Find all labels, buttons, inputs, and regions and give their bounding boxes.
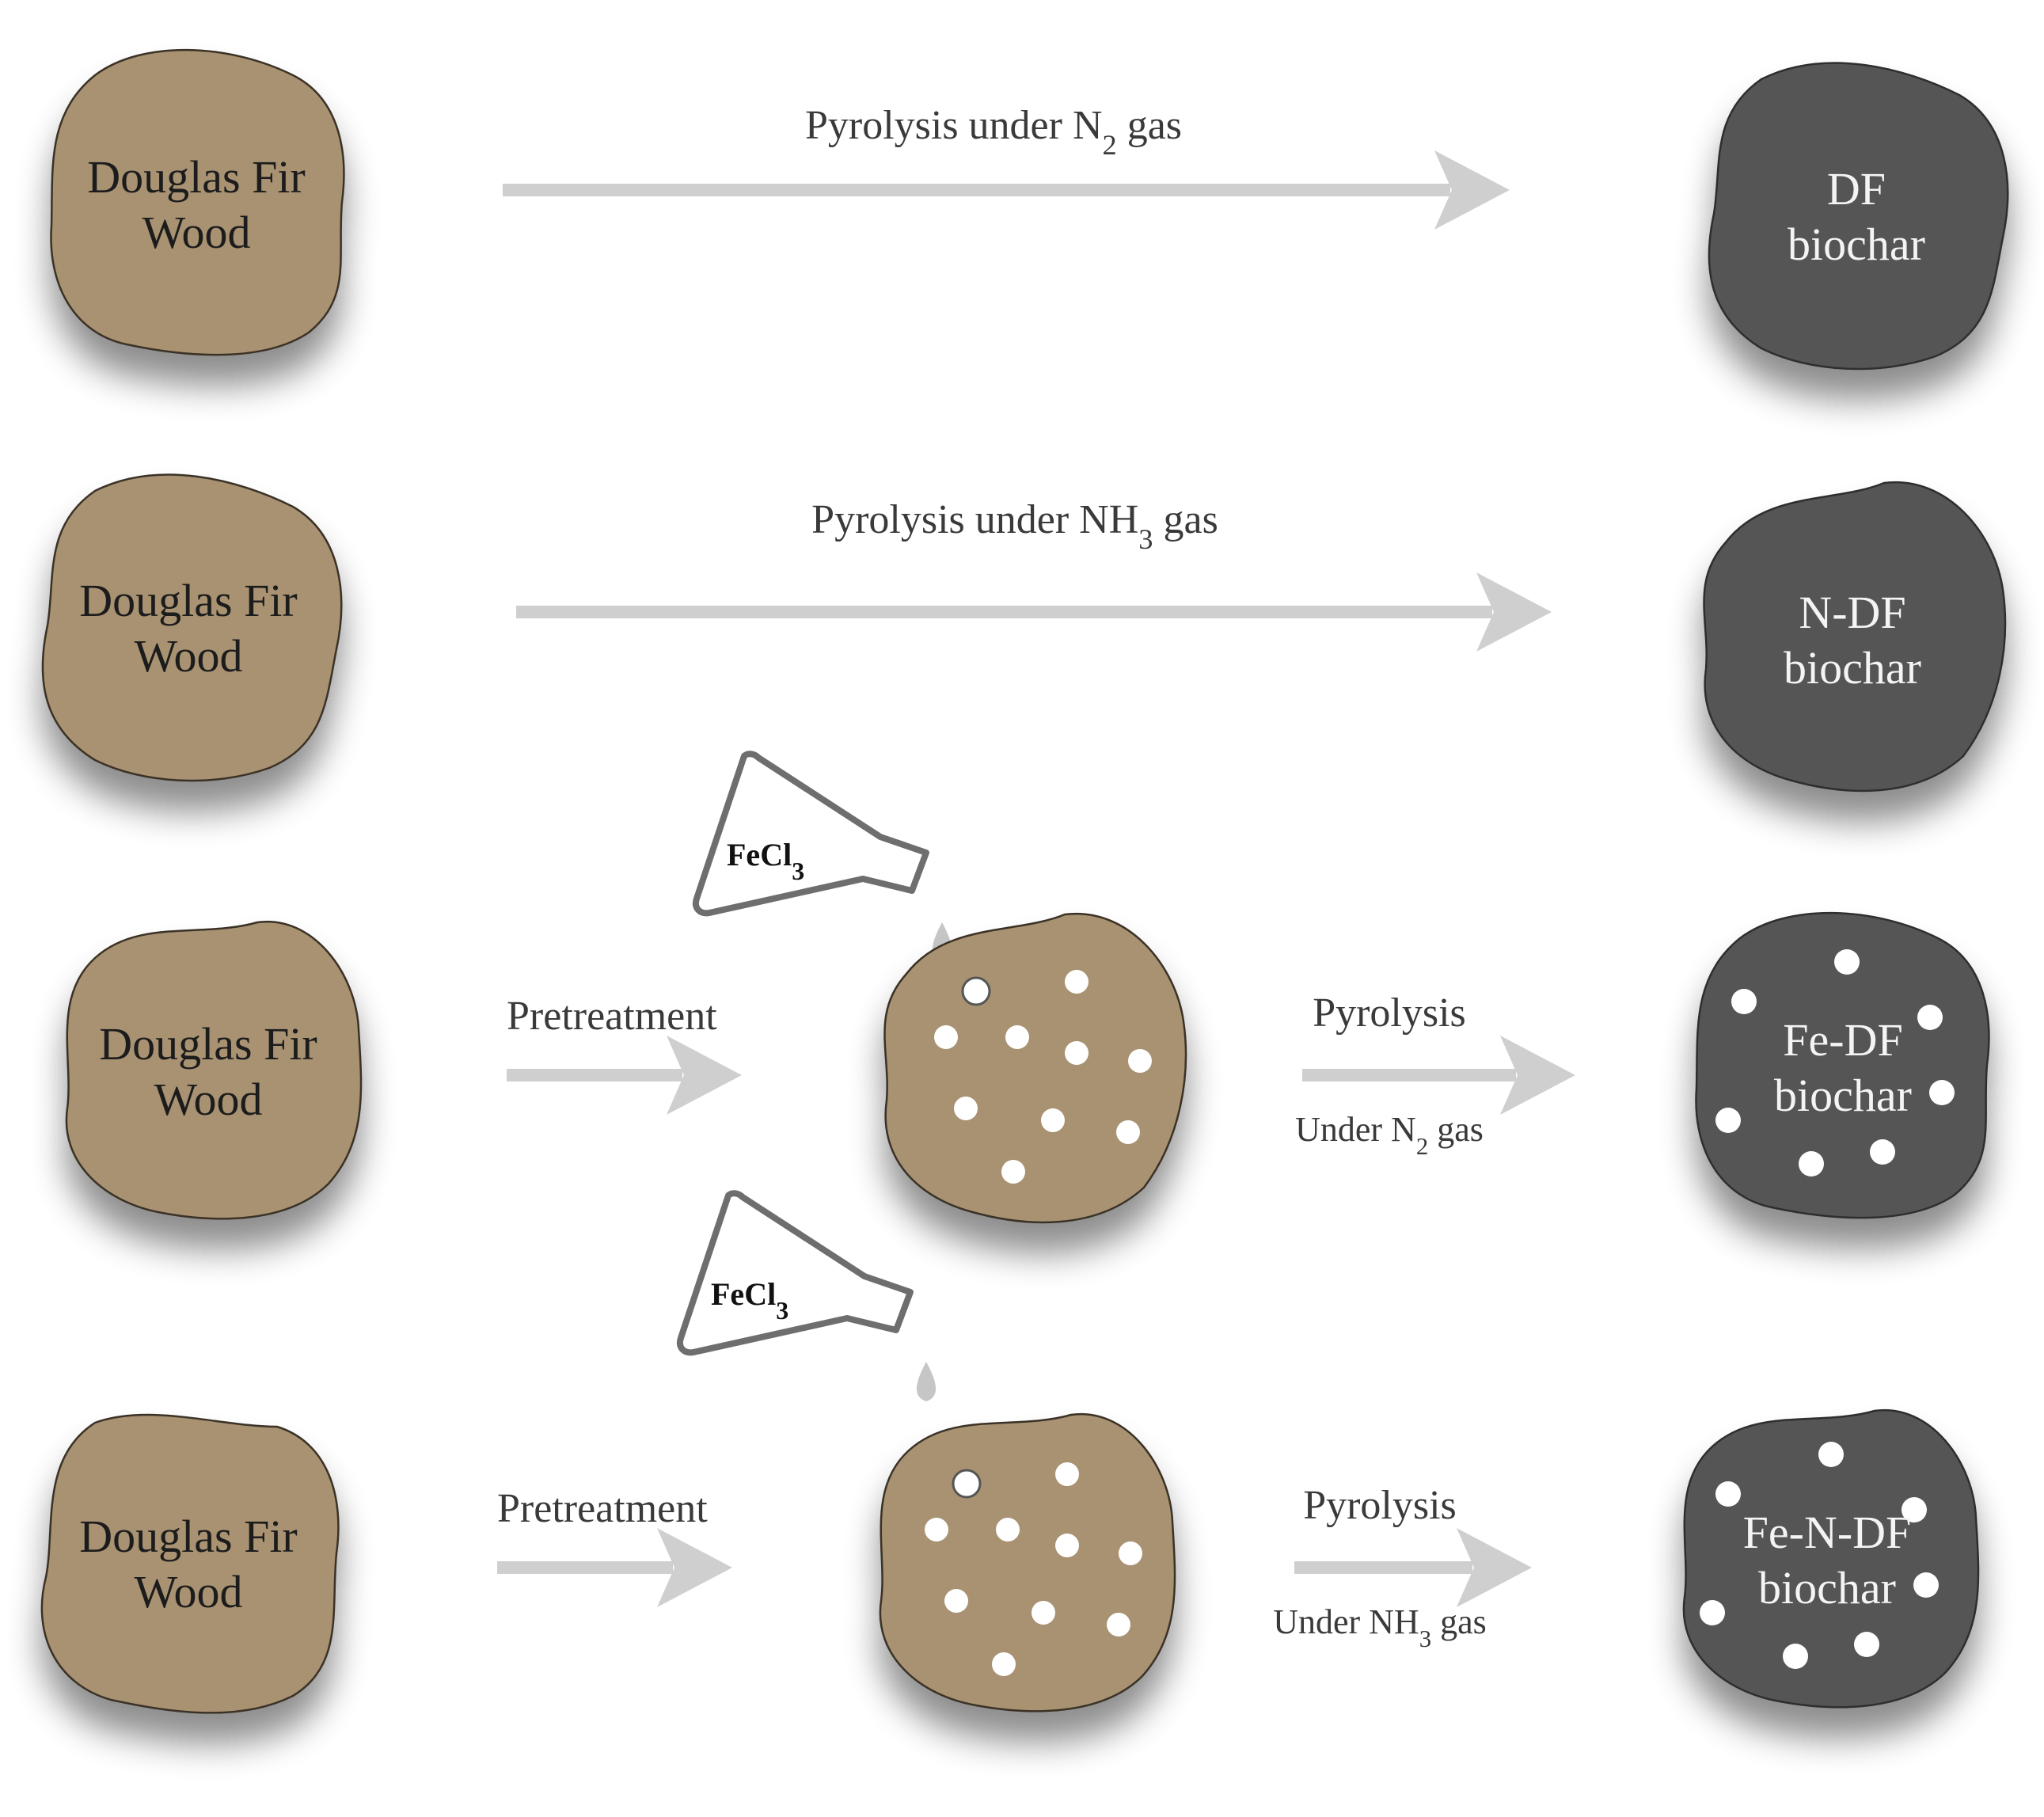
reagent-flask-1-label: FeCl3 [727, 837, 804, 885]
wood-source-3 [65, 920, 363, 1220]
pore [1917, 1005, 1943, 1030]
pore [925, 1518, 948, 1541]
iron-particle [961, 976, 991, 1006]
wood-source-label-4-line1: Douglas Fir [79, 1511, 298, 1562]
wood-source-label-1-line1: Douglas Fir [87, 151, 306, 203]
reagent-flask-2: FeCl3 [677, 1190, 937, 1401]
pore [934, 1025, 958, 1049]
biochar-label-4-line1: Fe-N-DF [1743, 1507, 1912, 1558]
droplet [916, 1362, 937, 1401]
pore [1031, 1601, 1055, 1625]
biochar-label-2-line1: N-DF [1799, 587, 1905, 638]
pore [954, 1097, 978, 1120]
pore [1128, 1049, 1152, 1073]
wood-source-label-4-line2: Wood [134, 1566, 242, 1617]
pore [1001, 1160, 1025, 1184]
wood-source-label-2-line1: Douglas Fir [79, 575, 298, 626]
pore [1119, 1541, 1142, 1565]
wood-source-label-3-line1: Douglas Fir [99, 1018, 317, 1070]
wood-source-label-3-line2: Wood [154, 1074, 262, 1125]
pore [1870, 1139, 1895, 1165]
pore [1799, 1151, 1824, 1176]
wood-source-4 [40, 1413, 340, 1714]
pore [1005, 1025, 1029, 1049]
pore [1929, 1080, 1955, 1105]
biochar-label-1-line1: DF [1827, 163, 1886, 215]
wood-source-label-1-line2: Wood [142, 207, 250, 258]
wood-source-label-2-line2: Wood [134, 630, 242, 682]
pore [1715, 1481, 1741, 1507]
pore [996, 1518, 1020, 1541]
pore [1818, 1442, 1844, 1467]
biochar-label-4-line2: biochar [1758, 1562, 1896, 1614]
process-arrow-1 [503, 150, 1510, 230]
pore [992, 1652, 1016, 1676]
pretreatment-label-2: Pretreatment [497, 1486, 708, 1531]
biochar-label-3-line2: biochar [1774, 1070, 1912, 1121]
pore [1055, 1534, 1079, 1557]
impregnated-pores-1 [934, 970, 1152, 1184]
pore [1065, 970, 1088, 994]
pore [1783, 1644, 1808, 1669]
process-label-2: Pyrolysis under NH3 gas [811, 497, 1218, 555]
biochar-label-1-line2: biochar [1788, 219, 1925, 270]
gas-label-1: Under N2 gas [1295, 1110, 1484, 1160]
pore [1055, 1462, 1079, 1486]
reagent-flask-1: FeCl3 [693, 751, 952, 962]
pyrolysis-arrow-1 [1302, 1036, 1575, 1115]
pyrolysis-label-2: Pyrolysis [1303, 1483, 1457, 1528]
gas-label-2: Under NH3 gas [1273, 1602, 1487, 1652]
pore [1854, 1632, 1879, 1657]
biochar-label-2-line2: biochar [1784, 642, 1921, 694]
biochar-pores-2 [1700, 1442, 1939, 1669]
pyrolysis-arrow-2 [1294, 1528, 1532, 1607]
pore [1834, 949, 1860, 975]
pretreatment-arrow-1 [507, 1036, 742, 1115]
pore [1913, 1572, 1939, 1598]
pyrolysis-label-1: Pyrolysis [1313, 990, 1466, 1036]
iron-particle [952, 1469, 982, 1499]
reagent-flask-2-label: FeCl3 [711, 1276, 788, 1325]
biochar-product-1 [1708, 62, 2009, 371]
pore [1065, 1041, 1088, 1065]
pretreatment-label-1: Pretreatment [507, 994, 717, 1039]
pretreatment-arrow-2 [497, 1528, 732, 1607]
process-label-1: Pyrolysis under N2 gas [805, 103, 1182, 161]
pore [1116, 1120, 1140, 1144]
process-arrow-2 [516, 572, 1552, 652]
pore [1107, 1613, 1130, 1636]
pore [1715, 1108, 1741, 1133]
biochar-pores-1 [1715, 949, 1955, 1176]
pore [944, 1589, 968, 1613]
wood-source-2 [41, 473, 343, 782]
impregnated-pores-2 [925, 1462, 1142, 1676]
pore [1700, 1600, 1725, 1625]
pore [1902, 1497, 1927, 1522]
pore [1731, 989, 1757, 1014]
pore [1041, 1108, 1065, 1132]
biochar-label-3-line1: Fe-DF [1783, 1014, 1902, 1066]
